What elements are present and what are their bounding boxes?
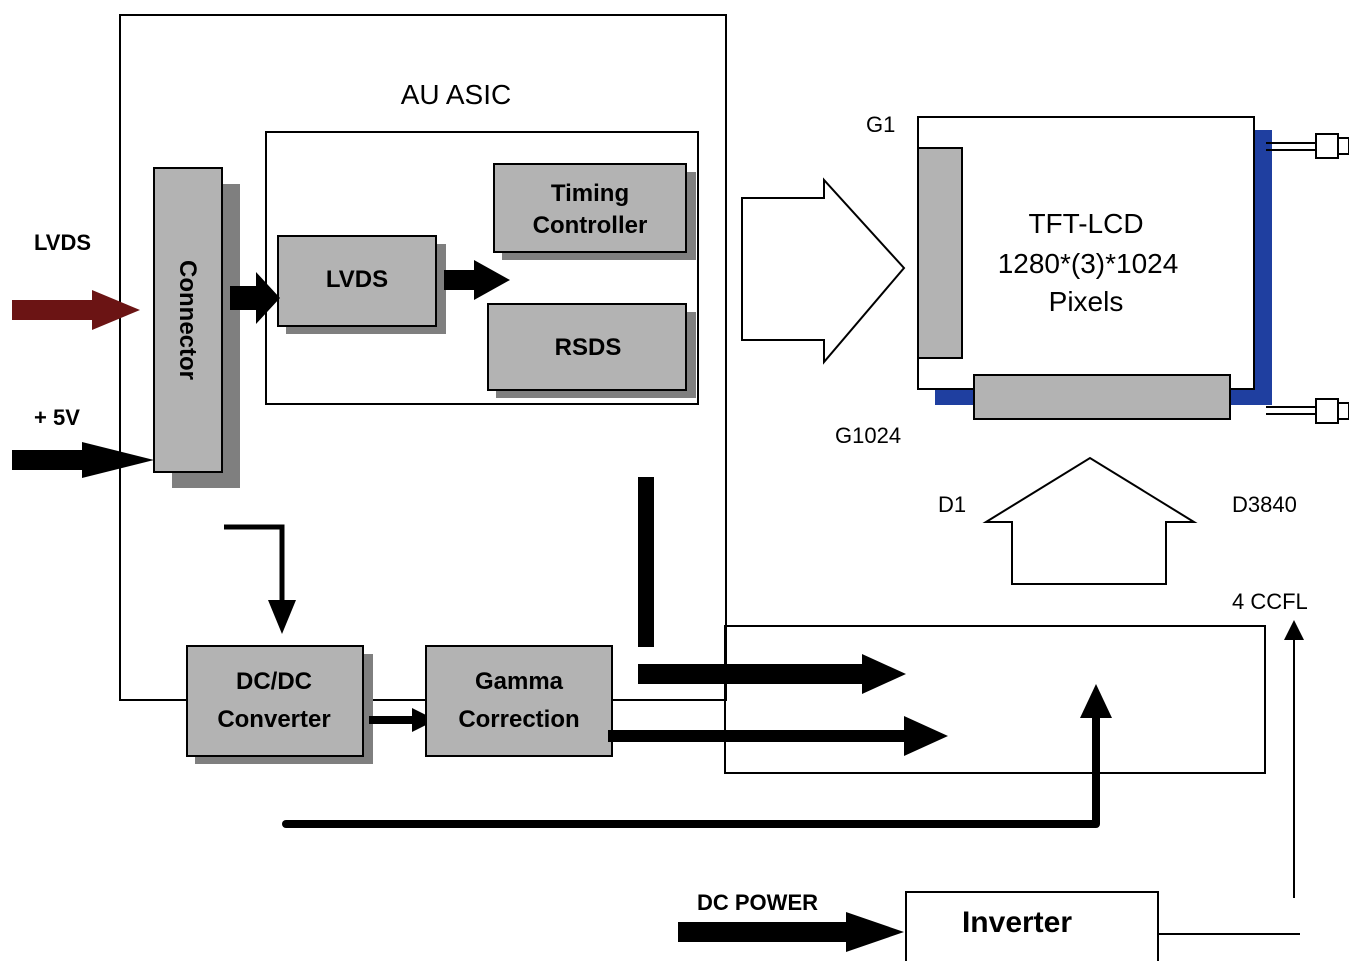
asic-inner-box: [265, 131, 699, 405]
dc-power-arrow: [678, 912, 904, 952]
source-hollow-arrow: [982, 456, 1198, 585]
ccfl-connector-bottom-icon: [1266, 398, 1349, 424]
d1-label: D1: [938, 492, 966, 517]
asic-label: AU ASIC: [401, 79, 511, 110]
panel-resolution: 1280*(3)*1024: [998, 248, 1179, 279]
panel-title: TFT-LCD: [1028, 208, 1143, 239]
data-hollow-arrow: [741, 177, 906, 365]
source-driver: [973, 374, 1231, 420]
power-rail-arrow-head: [1080, 684, 1112, 718]
d3840-label: D3840: [1232, 492, 1297, 517]
dcdc-label-2: Converter: [217, 706, 330, 733]
rsds-label: RSDS: [555, 334, 622, 361]
power-input-label: + 5V: [34, 405, 80, 430]
g1024-label: G1024: [835, 423, 901, 448]
driver-board-box: [724, 625, 1266, 774]
timing-label-1: Timing: [551, 180, 629, 207]
timing-label-2: Controller: [533, 212, 648, 239]
power-input-arrow: [12, 442, 154, 478]
ccfl-connector-top-icon: [1266, 133, 1349, 159]
g1-label: G1: [866, 112, 895, 137]
inverter-block: [905, 891, 1159, 961]
inverter-label: Inverter: [962, 906, 1072, 939]
timing-controller-block: [493, 163, 687, 253]
dc-power-label: DC POWER: [697, 890, 818, 915]
gate-driver: [917, 147, 963, 359]
bus-arrow-upper: [638, 654, 906, 694]
gamma-arrow: [608, 716, 948, 756]
ccfl-label: 4 CCFL: [1232, 589, 1308, 614]
lvds-to-timing-arrow: [444, 260, 510, 300]
gamma-correction-block: [425, 645, 613, 757]
connector-label: Connector: [174, 260, 201, 380]
lvds-block-label: LVDS: [326, 266, 388, 293]
connector-block: [153, 167, 223, 473]
panel-pixels: Pixels: [1049, 286, 1124, 317]
gamma-label-1: Gamma: [475, 668, 564, 695]
ccfl-arrow-head: [1284, 620, 1304, 640]
rsds-block: [487, 303, 687, 391]
dcdc-to-gamma-arrow: [369, 708, 436, 732]
dcdc-label-1: DC/DC: [236, 668, 312, 695]
lvds-input-label: LVDS: [34, 230, 91, 255]
power-arrow-head: [268, 600, 296, 634]
dcdc-converter-block: [186, 645, 364, 757]
connector-to-lvds-arrow: [230, 272, 280, 324]
power-line: [224, 524, 285, 600]
tft-panel: [917, 116, 1255, 390]
timing-bus-bar: [638, 477, 654, 647]
lvds-input-arrow: [12, 290, 140, 330]
lvds-block: [277, 235, 437, 327]
gamma-label-2: Correction: [458, 706, 579, 733]
